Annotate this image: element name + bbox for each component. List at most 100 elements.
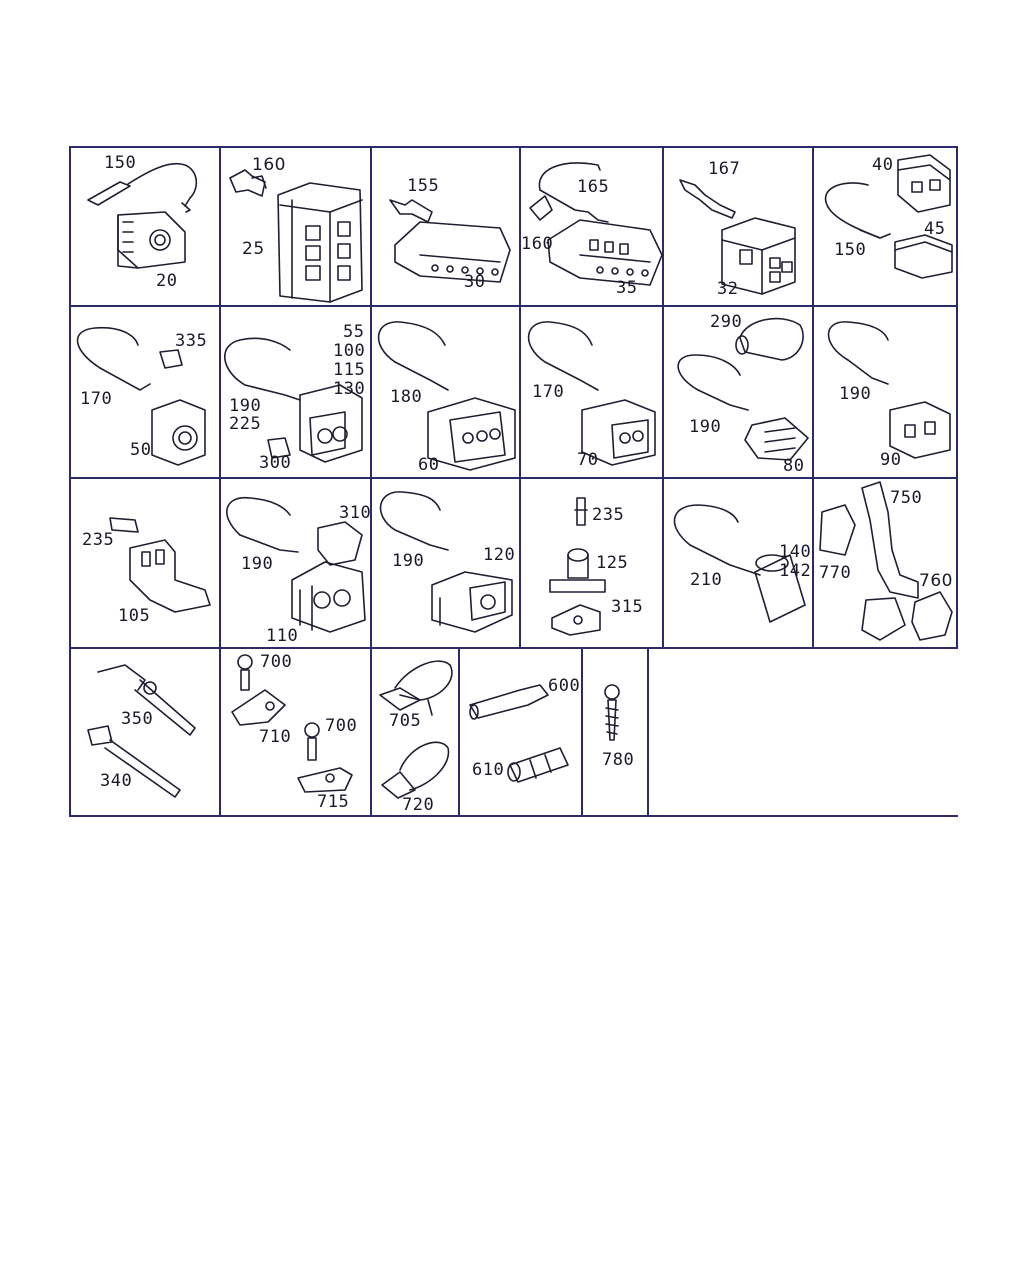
part-number-label: 715 bbox=[317, 792, 350, 812]
terminal-wire-part bbox=[379, 491, 449, 551]
grid-row-divider-2 bbox=[69, 477, 958, 479]
connector-housing-part bbox=[431, 571, 513, 633]
part-number-label: 140 bbox=[779, 542, 812, 562]
terminal-wire-part bbox=[827, 321, 889, 385]
part-number-label: 770 bbox=[819, 563, 852, 583]
grid-row-divider-3 bbox=[69, 647, 958, 649]
grid-col-divider bbox=[370, 146, 372, 817]
part-number-label: 705 bbox=[389, 711, 422, 731]
part-number-label: 780 bbox=[602, 750, 635, 770]
connector-housing-part bbox=[427, 397, 516, 471]
grid-bottom-border bbox=[69, 815, 958, 817]
part-number-label: 225 bbox=[229, 414, 262, 434]
part-number-label: 335 bbox=[175, 331, 208, 351]
clip-part bbox=[551, 604, 601, 636]
boot-part bbox=[735, 317, 804, 361]
part-number-label: 35 bbox=[616, 278, 638, 298]
part-number-label: 210 bbox=[690, 570, 723, 590]
part-number-label: 610 bbox=[472, 760, 505, 780]
part-number-label: 235 bbox=[592, 505, 625, 525]
part-number-label: 142 bbox=[779, 561, 812, 581]
part-number-label: 60 bbox=[418, 455, 440, 475]
part-number-label: 80 bbox=[783, 456, 805, 476]
pin-part bbox=[109, 517, 139, 533]
terminal-wire-part bbox=[824, 182, 891, 239]
terminal-wire-part bbox=[527, 321, 599, 391]
grid-col-divider bbox=[812, 146, 814, 649]
terminal-part bbox=[389, 199, 433, 223]
terminal-wire-part bbox=[76, 326, 151, 391]
bracket-part bbox=[231, 689, 286, 726]
terminal-wire-part bbox=[377, 321, 449, 391]
terminal-part bbox=[679, 179, 736, 219]
part-number-label: 170 bbox=[80, 389, 113, 409]
part-number-label: 190 bbox=[229, 396, 262, 416]
part-number-label: 160 bbox=[252, 155, 286, 175]
sensor-base-part bbox=[549, 548, 606, 593]
part-number-label: 710 bbox=[259, 727, 292, 747]
boot-part bbox=[317, 521, 363, 566]
plug-part bbox=[159, 349, 183, 369]
part-number-label: 120 bbox=[483, 545, 516, 565]
pin-part bbox=[574, 497, 588, 526]
terminal-part bbox=[229, 169, 267, 197]
part-number-label: 165 bbox=[577, 177, 610, 197]
connector-housing-part bbox=[299, 384, 363, 463]
terminal-wire-part bbox=[677, 354, 749, 411]
fitting-part bbox=[507, 747, 569, 783]
connector-housing-part bbox=[894, 234, 953, 279]
grid-left-border bbox=[69, 146, 71, 817]
bolt-part bbox=[237, 654, 253, 691]
part-number-label: 40 bbox=[872, 155, 894, 175]
part-number-label: 125 bbox=[596, 553, 629, 573]
part-number-label: 190 bbox=[689, 417, 722, 437]
connector-strip-part bbox=[744, 417, 809, 461]
screw-part bbox=[604, 684, 620, 741]
grid-col-divider bbox=[219, 146, 221, 817]
part-number-label: 70 bbox=[577, 450, 599, 470]
terminal-wire-part bbox=[226, 497, 299, 553]
connector-housing-part bbox=[721, 217, 796, 295]
part-number-label: 310 bbox=[339, 503, 372, 523]
bracket-part bbox=[861, 481, 919, 641]
terminal-wire-part bbox=[673, 504, 761, 576]
part-number-label: 180 bbox=[390, 387, 423, 407]
part-number-label: 190 bbox=[392, 551, 425, 571]
part-number-label: 55 bbox=[343, 322, 365, 342]
grid-row-divider-1 bbox=[69, 305, 958, 307]
cable-tie-part bbox=[97, 664, 196, 736]
part-number-label: 90 bbox=[880, 450, 902, 470]
part-number-label: 300 bbox=[259, 453, 292, 473]
part-number-label: 190 bbox=[241, 554, 274, 574]
part-number-label: 350 bbox=[121, 709, 154, 729]
part-number-label: 160 bbox=[521, 234, 554, 254]
part-number-label: 150 bbox=[834, 240, 867, 260]
part-number-label: 100 bbox=[333, 341, 366, 361]
connector-housing-part bbox=[889, 401, 951, 459]
connector-housing-part bbox=[581, 399, 656, 466]
connector-strip-part bbox=[547, 219, 663, 286]
connector-housing-part bbox=[117, 211, 186, 269]
part-number-label: 190 bbox=[839, 384, 872, 404]
part-number-label: 720 bbox=[402, 795, 435, 815]
part-number-label: 150 bbox=[104, 153, 137, 173]
cable-tie-part bbox=[87, 725, 181, 798]
clip-part bbox=[911, 591, 953, 641]
connector-housing-part bbox=[129, 539, 211, 613]
terminal-wire-part bbox=[87, 162, 198, 213]
terminal-wire-part bbox=[224, 337, 301, 401]
part-number-label: 20 bbox=[156, 271, 178, 291]
part-number-label: 700 bbox=[260, 652, 293, 672]
part-number-label: 750 bbox=[890, 488, 923, 508]
grid-top-border bbox=[69, 146, 958, 148]
part-number-label: 700 bbox=[325, 716, 358, 736]
connector-housing-part bbox=[151, 399, 206, 466]
grid-right-border bbox=[956, 146, 958, 649]
fitting-part bbox=[469, 684, 549, 720]
grid-col-divider bbox=[519, 146, 521, 649]
part-number-label: 155 bbox=[407, 176, 440, 196]
connector-block-part bbox=[277, 182, 363, 303]
sleeve-part bbox=[754, 554, 806, 623]
